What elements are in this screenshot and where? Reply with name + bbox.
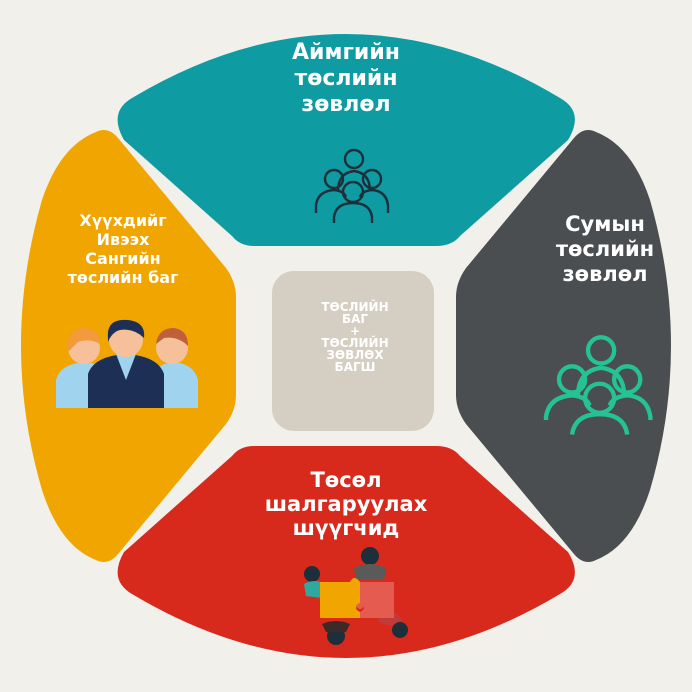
segment-bottom: [117, 446, 575, 658]
left-segment-label: Хүүхдийг Ивээх Сангийн төслийн баг: [67, 211, 179, 287]
right-segment-label: Сумын төслийн зөвлөл: [555, 212, 655, 286]
center-box: [272, 271, 434, 431]
segment-top: [117, 34, 575, 246]
bottom-segment-label: Төсөл шалгаруулах шүүгчид: [264, 468, 428, 540]
top-segment-label: Аймгийн төслийн зөвлөл: [292, 40, 400, 117]
group-of-people-outline-icon: [314, 148, 390, 223]
people-solving-puzzle-icon: [304, 547, 408, 645]
center-label: ТӨСЛИЙН БАГ + ТӨСЛИЙН ЗӨВЛӨХ БАГШ: [321, 300, 389, 374]
three-people-team-icon: [56, 319, 198, 408]
segment-right: [456, 130, 671, 562]
group-of-people-outline-icon: [543, 335, 653, 435]
